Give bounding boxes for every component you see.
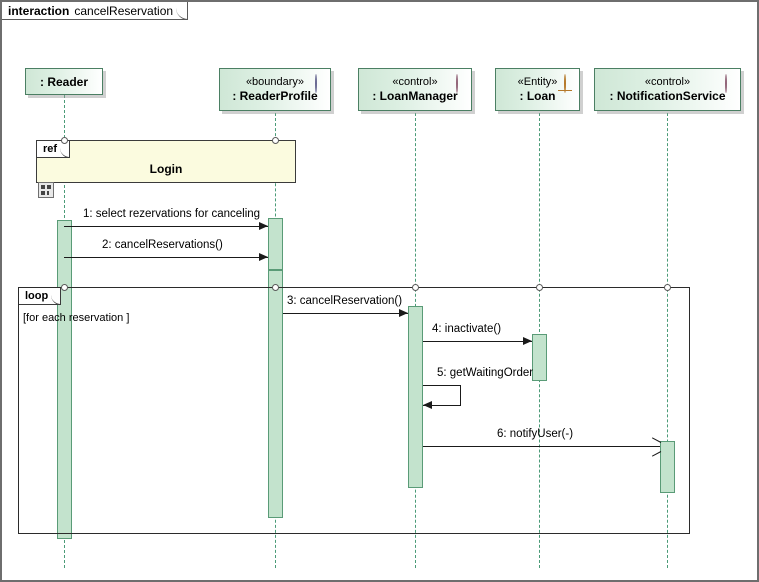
loop-handle-notifsvc[interactable] (664, 284, 671, 291)
message-4-line[interactable] (423, 341, 532, 342)
message-5-line-top[interactable] (423, 385, 461, 386)
lifeline-stereotype-notificationservice: «control» (644, 76, 691, 88)
loop-handle-reader[interactable] (61, 284, 68, 291)
activation-loanmgr[interactable] (408, 306, 423, 488)
ref-resize-widget-icon[interactable] (38, 182, 54, 198)
message-1-arrowhead (259, 221, 268, 230)
lifeline-name-reader: : Reader (39, 74, 89, 89)
message-5-arrowhead (423, 400, 432, 409)
message-5-label: 5: getWaitingOrder (437, 367, 534, 379)
loop-fragment-tag: loop (19, 288, 62, 305)
activation-loan[interactable] (532, 334, 547, 381)
message-2-label: 2: cancelReservations() (102, 239, 223, 251)
message-3-label: 3: cancelReservation() (287, 295, 403, 307)
lifeline-name-readerprofile: : ReaderProfile (232, 89, 318, 103)
lifeline-name-notificationservice: : NotificationService (609, 89, 726, 103)
ref-fragment-tag: ref (37, 141, 71, 158)
message-2-line[interactable] (64, 257, 268, 258)
message-6-line[interactable] (423, 446, 660, 447)
lifeline-dash-notifsvc (667, 113, 668, 568)
lifeline-stereotype-loan: «Entity» (517, 76, 558, 88)
message-5-line-right[interactable] (460, 385, 461, 405)
loop-handle-profile[interactable] (272, 284, 279, 291)
lifeline-stereotype-readerprofile: «boundary» (245, 76, 305, 88)
activation-notifsvc[interactable] (660, 441, 675, 493)
message-2-arrowhead (259, 252, 268, 261)
boundary-icon (309, 74, 323, 93)
message-4-label: 4: inactivate() (432, 323, 502, 335)
message-1-line[interactable] (64, 226, 268, 227)
ref-handle-profile[interactable] (272, 137, 279, 144)
message-3-arrowhead (399, 308, 408, 317)
lifeline-name-loan: : Loan (519, 89, 556, 103)
ref-fragment-title: Login (149, 162, 183, 176)
control-icon (450, 74, 464, 93)
activation-profile-1[interactable] (268, 218, 283, 270)
frame-keyword: interaction (8, 3, 70, 18)
loop-handle-loan[interactable] (536, 284, 543, 291)
message-4-arrowhead (523, 336, 532, 345)
message-1-label: 1: select rezervations for canceling (83, 208, 261, 220)
lifeline-name-loanmanager: : LoanManager (372, 89, 458, 103)
loop-fragment[interactable]: loop [for each reservation ] (18, 287, 690, 534)
interaction-frame-tab: interaction cancelReservation (2, 2, 189, 20)
lifeline-head-notificationservice[interactable]: «control» : NotificationService (594, 68, 741, 111)
message-3-line[interactable] (283, 313, 408, 314)
lifeline-head-reader[interactable]: : Reader (25, 68, 103, 95)
message-6-arrowhead (651, 442, 660, 451)
loop-fragment-guard: [for each reservation ] (23, 312, 130, 324)
entity-icon (558, 74, 572, 93)
lifeline-head-loanmanager[interactable]: «control» : LoanManager (358, 68, 472, 111)
message-6-label: 6: notifyUser(-) (497, 428, 574, 440)
control-icon (719, 74, 733, 93)
loop-handle-loanmgr[interactable] (412, 284, 419, 291)
lifeline-head-loan[interactable]: «Entity» : Loan (495, 68, 580, 111)
ref-fragment[interactable]: ref Login (36, 140, 296, 183)
activation-profile-2[interactable] (268, 270, 283, 518)
lifeline-stereotype-loanmanager: «control» (392, 76, 438, 88)
message-5-line-bottom[interactable] (423, 405, 461, 406)
lifeline-head-readerprofile[interactable]: «boundary» : ReaderProfile (219, 68, 331, 111)
ref-handle-reader[interactable] (61, 137, 68, 144)
frame-name: cancelReservation (74, 3, 174, 18)
